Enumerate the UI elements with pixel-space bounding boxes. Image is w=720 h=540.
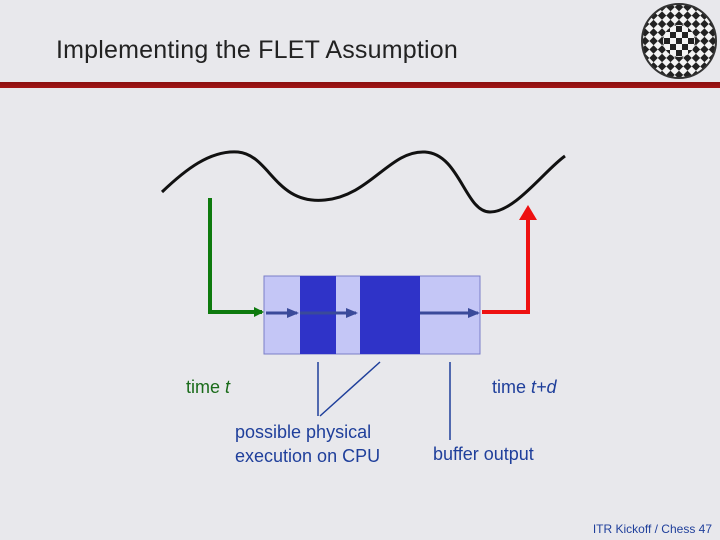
- physical-execution-label: possible physical execution on CPU: [235, 422, 381, 466]
- output-arrowhead: [519, 205, 537, 220]
- time-t-label: time t: [186, 377, 231, 397]
- buffer-output-label: buffer output: [433, 444, 534, 464]
- input-arrow: [208, 198, 264, 317]
- time-t-plus-d-label: time t+d: [492, 377, 557, 397]
- output-arrow: [482, 218, 530, 314]
- slide-footer: ITR Kickoff / Chess 47: [592, 522, 712, 536]
- signal-wave: [160, 150, 566, 214]
- page-title: Implementing the FLET Assumption: [56, 36, 458, 64]
- pointer-line-exec2: [319, 361, 381, 417]
- chess-logo-icon: [641, 3, 717, 79]
- execution-block-2: [360, 276, 420, 354]
- execution-block-1: [300, 276, 336, 354]
- title-rule: [0, 82, 720, 88]
